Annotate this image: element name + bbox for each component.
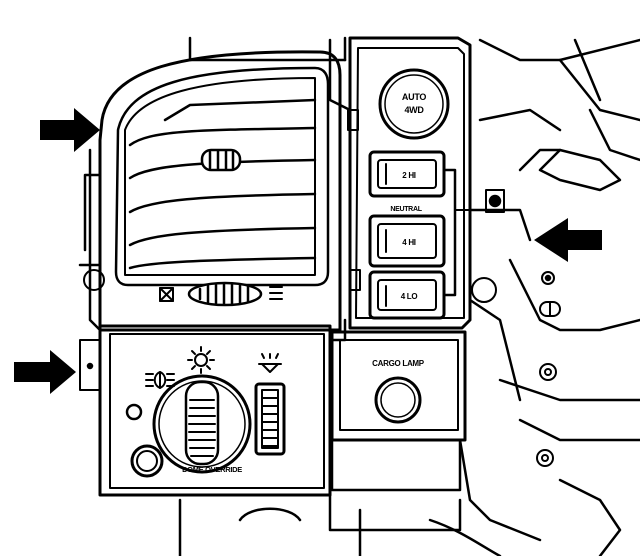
- four-hi-button[interactable]: [368, 214, 446, 268]
- two-hi-label: 2 HI: [402, 171, 416, 180]
- headlamp-switch-panel: [98, 324, 332, 497]
- headlamp-icon: [187, 346, 215, 374]
- arrow-right-top: [40, 108, 100, 152]
- four-lo-label: 4 LO: [401, 292, 418, 301]
- headlamp-knob[interactable]: [152, 374, 252, 474]
- four-hi-label: 4 HI: [402, 238, 416, 247]
- four-lo-button[interactable]: [368, 270, 446, 320]
- four-wheel-drive-panel: [347, 36, 472, 330]
- vent-open-icon: [269, 286, 283, 300]
- vent-louvers[interactable]: [128, 98, 317, 270]
- cargo-lamp-label: CARGO LAMP: [372, 359, 425, 368]
- cargo-lamp-button[interactable]: [374, 376, 422, 424]
- dome-override-label: DOME OVERRIDE: [182, 465, 242, 474]
- cargo-lamp-panel: [330, 330, 467, 492]
- neutral-label: NEUTRAL: [390, 206, 422, 213]
- dimmer-thumbwheel[interactable]: [254, 382, 286, 456]
- vent-closed-icon: [159, 287, 174, 302]
- two-hi-button[interactable]: [368, 150, 446, 198]
- arrow-right-bottom: [14, 350, 76, 394]
- dimmer-icon: [258, 353, 282, 373]
- arrow-left: [534, 218, 602, 262]
- auto-4wd-button[interactable]: [378, 68, 450, 140]
- indicator-light: [125, 403, 143, 421]
- dome-override-button[interactable]: [130, 444, 164, 478]
- vent-center-knob[interactable]: [200, 148, 242, 172]
- auto-4wd-label-line2: 4WD: [404, 105, 424, 115]
- auto-4wd-label-line1: AUTO: [402, 92, 426, 102]
- dash-hardware: [79, 189, 561, 467]
- fog-lamp-icon: [145, 371, 175, 389]
- air-vent-assembly: [98, 50, 342, 332]
- vent-thumbwheel[interactable]: [187, 281, 263, 307]
